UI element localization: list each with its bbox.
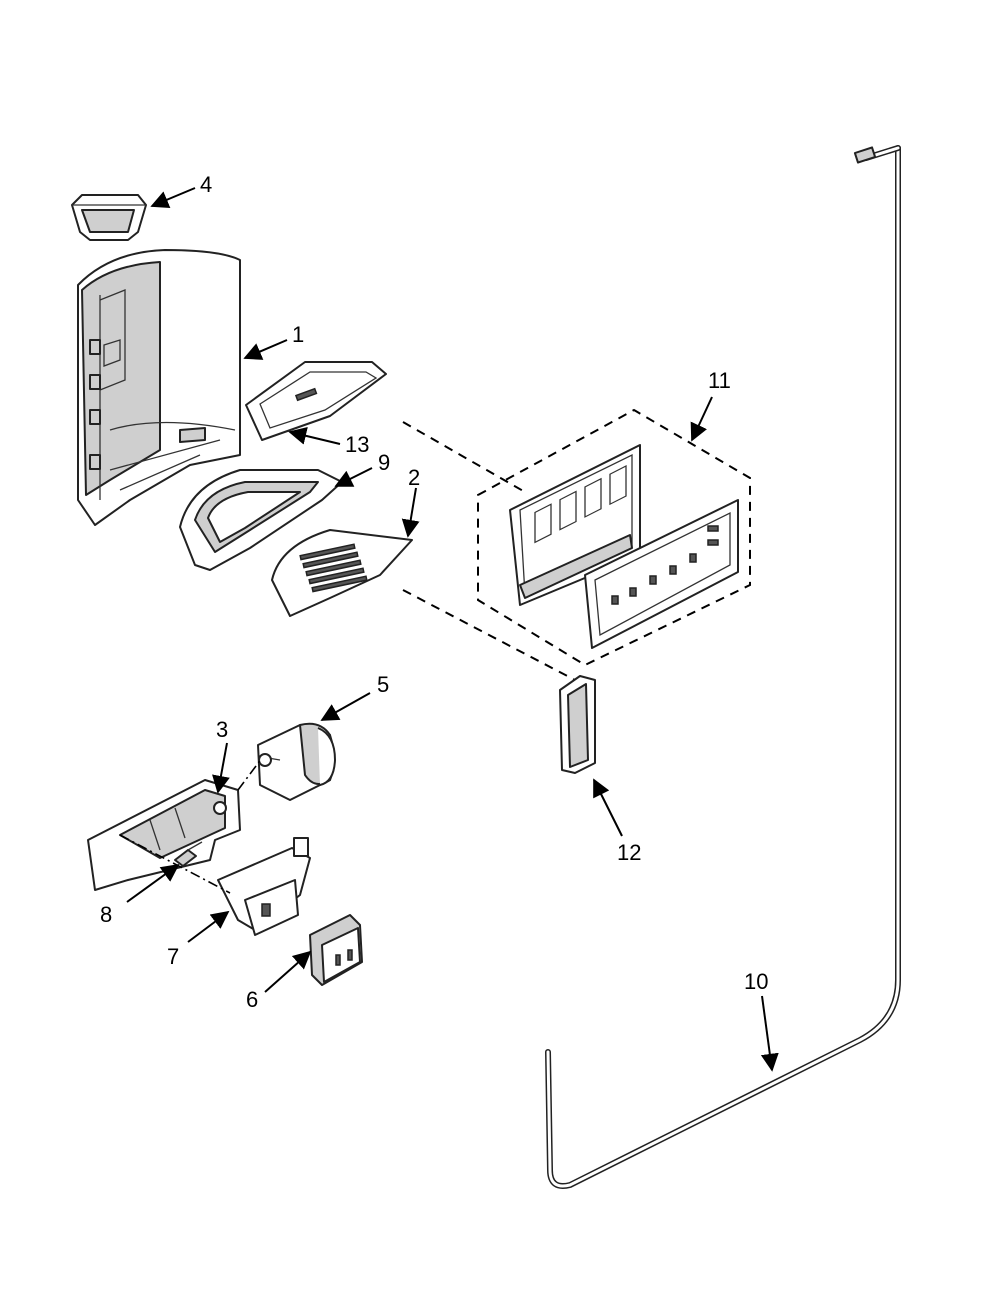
- part-3-bracket: [87, 779, 241, 891]
- part-9-bezel: [179, 469, 343, 571]
- part-7-switch-housing: [217, 837, 311, 936]
- assembly-line-upper: [402, 421, 526, 493]
- callout-6: 6: [246, 987, 258, 1012]
- part-10-tube: [545, 145, 901, 1189]
- callout-13: 13: [345, 432, 369, 457]
- callout-4: 4: [200, 172, 212, 197]
- callout-5: 5: [377, 672, 389, 697]
- part-1-housing: [77, 249, 241, 526]
- callout-2: 2: [408, 465, 420, 490]
- callout-8: 8: [100, 902, 112, 927]
- callout-7: 7: [167, 944, 179, 969]
- alignment-line-motor: [237, 757, 263, 791]
- callout-12: 12: [617, 840, 641, 865]
- assembly-boundary-11: [477, 408, 751, 667]
- part-4-cup: [71, 194, 147, 241]
- part-13-tray: [245, 361, 387, 441]
- callout-1: 1: [292, 322, 304, 347]
- part-5-motor: [257, 722, 336, 801]
- part-8-screw: [174, 841, 203, 867]
- callout-3: 3: [216, 717, 228, 742]
- callout-10: 10: [744, 969, 768, 994]
- callout-11: 11: [708, 368, 731, 393]
- part-2-grille: [271, 529, 413, 617]
- assembly-line-lower: [402, 589, 576, 681]
- part-12-cover: [559, 675, 596, 774]
- callout-9: 9: [378, 450, 390, 475]
- leader-lines: [126, 187, 779, 1072]
- part-11-display-panel: [584, 499, 739, 649]
- part-6-button-pad: [309, 914, 363, 986]
